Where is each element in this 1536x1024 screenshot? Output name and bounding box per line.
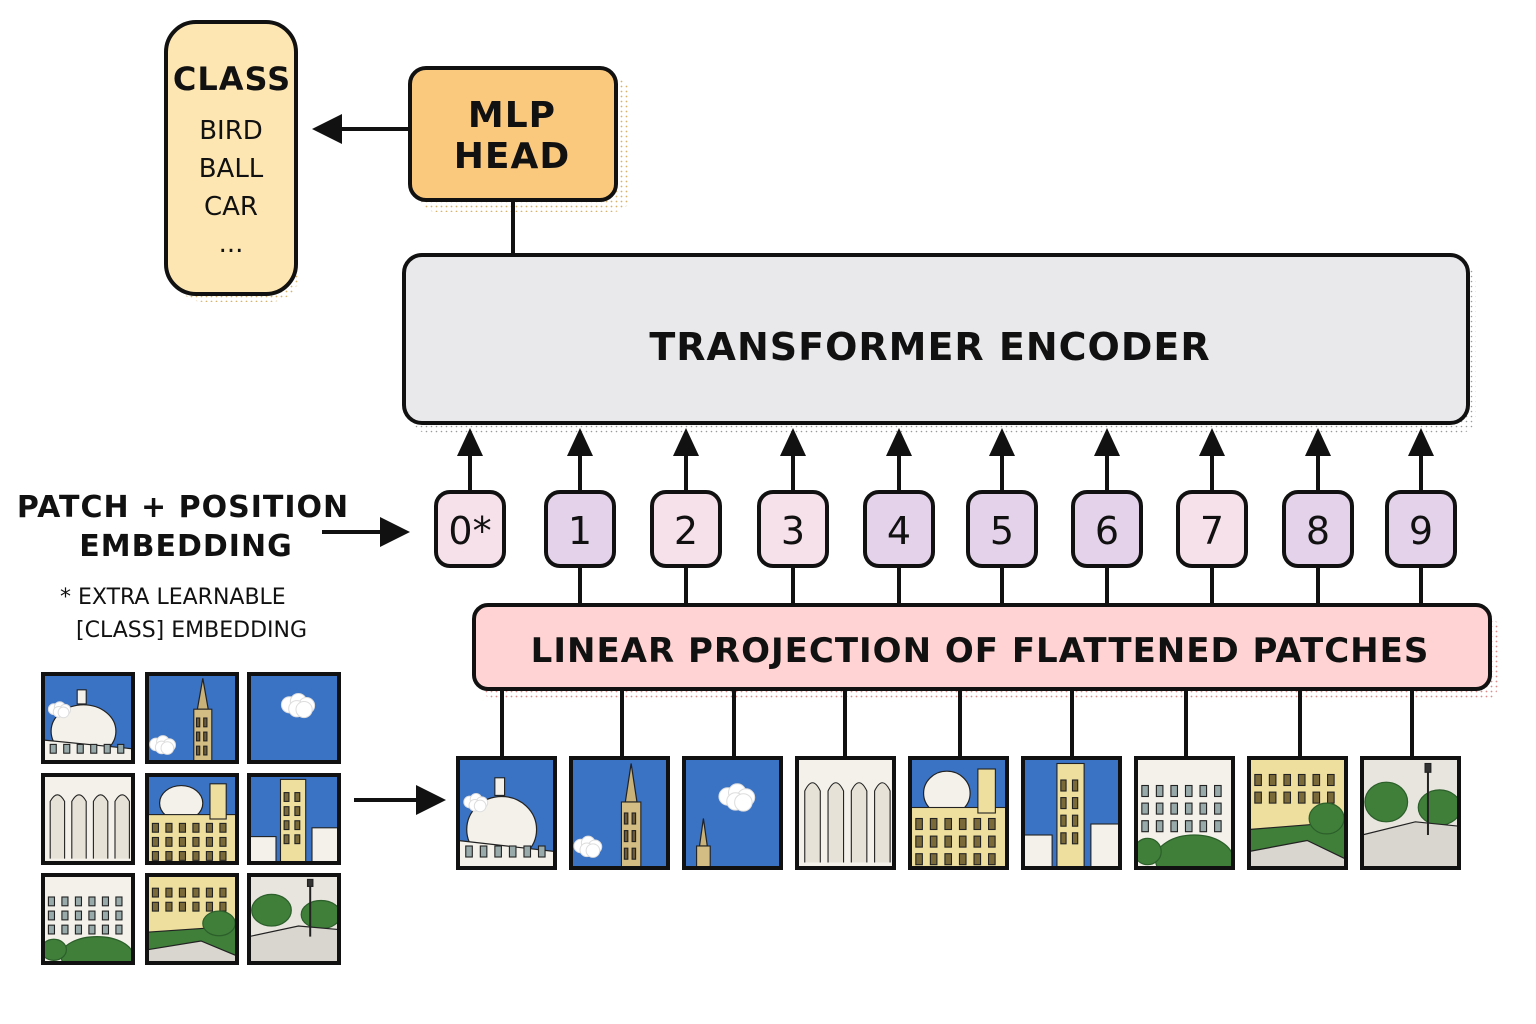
linear-projection-label: LINEAR PROJECTION OF FLATTENED PATCHES	[531, 631, 1430, 671]
row-patch-6	[1021, 756, 1122, 870]
token-box-8	[1282, 490, 1354, 568]
token-3: 3	[757, 428, 829, 605]
token-8: 8	[1282, 428, 1354, 605]
grid-patch-6	[247, 773, 341, 865]
token-label-3: 3	[781, 509, 805, 553]
grid-patch-9	[247, 873, 341, 965]
token-arrowhead-5	[989, 428, 1015, 456]
linear-projection-box: LINEAR PROJECTION OF FLATTENED PATCHES	[472, 603, 1498, 700]
token-9: 9	[1385, 428, 1457, 605]
token-label-8: 8	[1306, 509, 1330, 553]
embedding-label-line1: PATCH + POSITION	[17, 490, 349, 525]
token-label-4: 4	[887, 509, 911, 553]
row-patch-9	[1360, 756, 1461, 870]
token-arrowhead-6	[1094, 428, 1120, 456]
token-1: 1	[544, 428, 616, 605]
flattened-patch-row	[456, 689, 1461, 870]
grid-to-patches-arrow	[354, 785, 446, 815]
token-label-5: 5	[990, 509, 1014, 553]
class-box: CLASS BIRD BALL CAR ...	[164, 20, 300, 302]
token-arrowhead-9	[1408, 428, 1434, 456]
token-box-1	[544, 490, 616, 568]
token-arrowhead-1	[567, 428, 593, 456]
class-item-more: ...	[219, 229, 244, 259]
token-label-6: 6	[1095, 509, 1119, 553]
token-arrowhead-4	[886, 428, 912, 456]
row-patch-5	[908, 756, 1009, 870]
token-box-4	[863, 490, 935, 568]
class-embedding-note-line1: * EXTRA LEARNABLE	[60, 585, 286, 610]
token-label-2: 2	[674, 509, 698, 553]
token-4: 4	[863, 428, 935, 605]
token-box-2	[650, 490, 722, 568]
mlp-to-class-arrow	[312, 114, 410, 144]
token-arrowhead-0	[457, 428, 483, 456]
class-box-title: CLASS	[173, 60, 291, 98]
grid-patch-2	[145, 672, 239, 764]
token-arrowhead-3	[780, 428, 806, 456]
transformer-encoder-box: TRANSFORMER ENCODER	[402, 253, 1476, 434]
mlp-head-line1: MLP	[468, 95, 556, 136]
row-patch-2	[569, 756, 670, 870]
class-embedding-note-line2: [CLASS] EMBEDDING	[76, 618, 307, 643]
token-box-0	[434, 490, 506, 568]
token-label-7: 7	[1200, 509, 1224, 553]
row-patch-4	[795, 756, 896, 870]
token-label-9: 9	[1409, 509, 1433, 553]
row-patch-3	[682, 756, 783, 870]
token-box-7	[1176, 490, 1248, 568]
grid-patch-8	[145, 873, 239, 965]
embedding-label-line2: EMBEDDING	[79, 529, 292, 564]
token-label-1: 1	[568, 509, 592, 553]
token-2: 2	[650, 428, 722, 605]
token-arrowhead-2	[673, 428, 699, 456]
transformer-encoder-label: TRANSFORMER ENCODER	[649, 325, 1210, 369]
mlp-head-box: MLP HEAD	[408, 66, 630, 212]
class-item-car: CAR	[204, 192, 258, 222]
token-arrowhead-8	[1305, 428, 1331, 456]
row-patch-1	[456, 756, 557, 870]
embedding-arrow	[322, 517, 410, 547]
grid-patch-3	[247, 672, 341, 764]
token-box-5	[966, 490, 1038, 568]
grid-patch-4	[41, 773, 135, 865]
row-patch-7	[1134, 756, 1235, 870]
row-patch-8	[1247, 756, 1348, 870]
token-arrowhead-7	[1199, 428, 1225, 456]
grid-patch-7	[41, 873, 135, 965]
token-7: 7	[1176, 428, 1248, 605]
grid-patch-1	[41, 672, 135, 764]
class-item-bird: BIRD	[199, 116, 263, 146]
token-box-3	[757, 490, 829, 568]
token-0: 0*	[434, 428, 506, 568]
class-item-ball: BALL	[199, 154, 264, 184]
token-label-0: 0*	[448, 509, 491, 553]
grid-patch-5	[145, 773, 239, 865]
mlp-head-line2: HEAD	[454, 136, 570, 177]
embedding-label: PATCH + POSITION EMBEDDING * EXTRA LEARN…	[17, 490, 349, 643]
token-5: 5	[966, 428, 1038, 605]
token-row: 0* 1 2 3 4 5 6 7 8 9	[434, 428, 1457, 605]
token-box-6	[1071, 490, 1143, 568]
token-box-9	[1385, 490, 1457, 568]
image-patch-grid	[41, 672, 341, 965]
token-6: 6	[1071, 428, 1143, 605]
